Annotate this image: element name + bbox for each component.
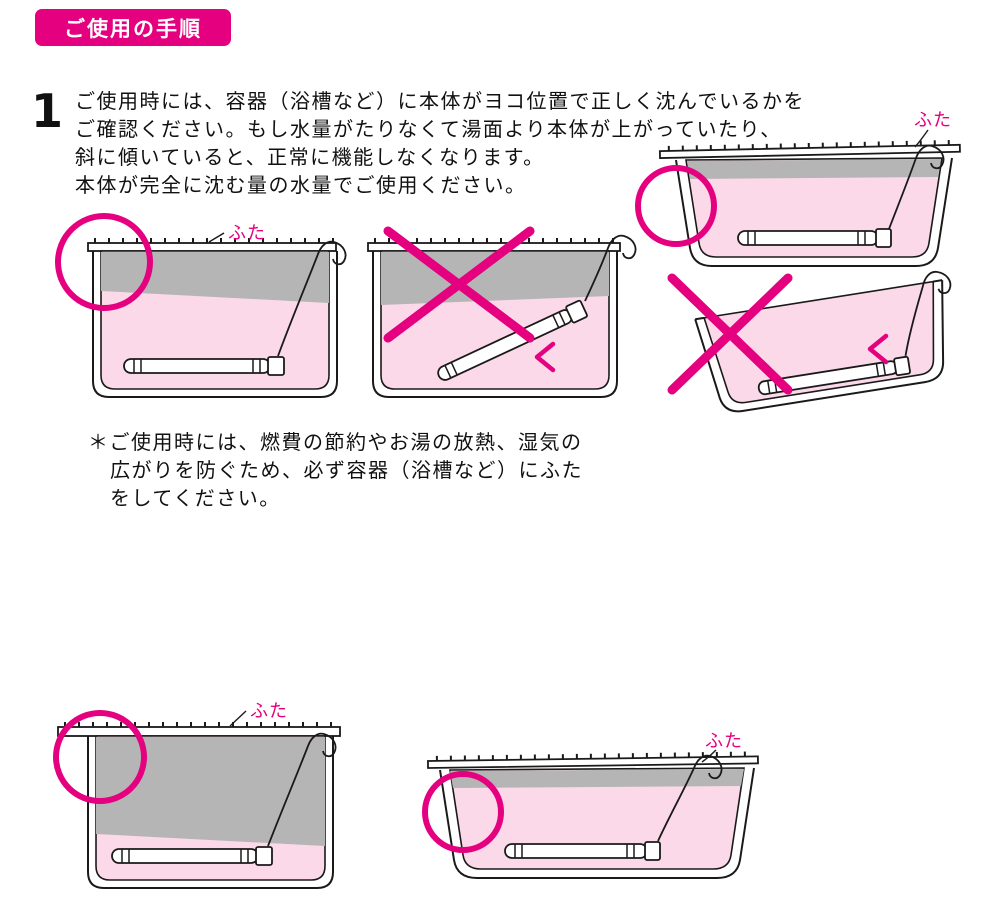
surface-shade: [101, 252, 329, 303]
highlight-circle: [635, 165, 717, 247]
diagram-lid-on-side: [422, 749, 759, 879]
step-number: 1: [31, 84, 64, 138]
heater-ribs: [514, 844, 635, 858]
heater-connector: [267, 356, 285, 376]
tilt-angle-mark: [867, 333, 889, 365]
heater-body: [504, 843, 648, 859]
tub-lid: [427, 751, 759, 769]
diagram-wrong-tilted-unit: [367, 226, 637, 398]
step-instructions: ご使用時には、容器（浴槽など）に本体がヨコ位置で正しく沈んでいるかを ご確認くだ…: [75, 87, 805, 199]
footnote-line-1: ＊ご使用時には、燃費の節約やお湯の放熱、湿気の: [88, 430, 583, 454]
bathtub-outline: [92, 251, 338, 398]
lid-hatch: [667, 139, 952, 151]
heater-ribs: [444, 311, 566, 379]
section-header-label: ご使用の手順: [64, 16, 202, 41]
heater-connector: [875, 228, 892, 248]
heater-body: [737, 230, 879, 246]
heater-unit: [737, 228, 892, 248]
bathtub-outline: [87, 736, 334, 889]
surface-shade: [96, 737, 325, 846]
heater-unit-tilted: [437, 299, 588, 381]
heater-connector: [893, 355, 911, 377]
diagram-wrong-tilted-tub: [667, 270, 952, 413]
bathtub-outline: [675, 157, 953, 267]
highlight-circle: [53, 710, 147, 804]
footnote: ＊ご使用時には、燃費の節約やお湯の放熱、湿気の 広がりを防ぐため、必ず容器（浴槽…: [88, 428, 583, 512]
heater-ribs: [133, 359, 261, 373]
heater-ribs: [121, 849, 249, 863]
heater-body: [123, 358, 271, 374]
heater-unit: [757, 355, 911, 396]
lid-label-leader: [701, 749, 717, 763]
heater-unit: [123, 356, 285, 376]
tub-lid: [658, 139, 961, 160]
heater-unit: [504, 841, 661, 861]
heater-body: [111, 848, 259, 864]
diagram-lid-on-rect: [53, 710, 341, 889]
highlight-circle: [55, 213, 153, 311]
tilt-angle-mark: [534, 341, 556, 373]
bathtub-outline: [694, 280, 945, 413]
power-cord: [584, 234, 637, 302]
highlight-circle: [422, 771, 504, 853]
bathtub-outline: [439, 767, 755, 879]
power-cord: [904, 270, 952, 356]
power-cord: [277, 240, 347, 357]
instruction-line-3: 斜に傾いていると、正常に機能しなくなります。: [75, 145, 545, 169]
heater-connector: [644, 841, 661, 861]
heater-unit: [111, 846, 273, 866]
power-cord: [267, 732, 337, 847]
heater-ribs: [747, 231, 866, 245]
instruction-line-2: ご確認ください。もし水量がたりなくて湯面より本体が上がっていたり、: [75, 117, 782, 141]
instruction-line-4: 本体が完全に沈む量の水量でご使用ください。: [75, 173, 527, 197]
bathtub-outline: [372, 251, 618, 398]
heater-ribs: [766, 362, 887, 394]
lid-label-leader: [208, 232, 225, 243]
footnote-line-2: 広がりを防ぐため、必ず容器（浴槽など）にふた: [110, 458, 583, 482]
rim-caps: [695, 279, 943, 321]
lid-label-diagram-e: ふた: [250, 701, 288, 722]
prohibition-x-mark: [667, 273, 793, 395]
footnote-line-3: をしてください。: [110, 486, 281, 510]
surface-shade: [450, 769, 744, 788]
heater-connector: [565, 299, 588, 324]
lid-label-diagram-c: ふた: [914, 110, 952, 131]
surface-shade: [687, 159, 941, 179]
lid-label-diagram-a: ふた: [228, 223, 266, 244]
lid-label-leader: [229, 710, 247, 727]
power-cord: [888, 144, 945, 230]
diagram-correct-side: [635, 129, 961, 267]
prohibition-x-mark: [383, 226, 535, 343]
tub-lid: [57, 726, 341, 737]
section-header-badge: ご使用の手順: [35, 9, 231, 46]
diagram-correct-flat: [55, 213, 347, 398]
tub-lid: [87, 242, 337, 252]
lid-label-leader: [914, 129, 929, 148]
lid-label-diagram-f: ふた: [705, 731, 743, 752]
heater-connector: [255, 846, 273, 866]
instruction-line-1: ご使用時には、容器（浴槽など）に本体がヨコ位置で正しく沈んでいるかを: [75, 89, 805, 113]
